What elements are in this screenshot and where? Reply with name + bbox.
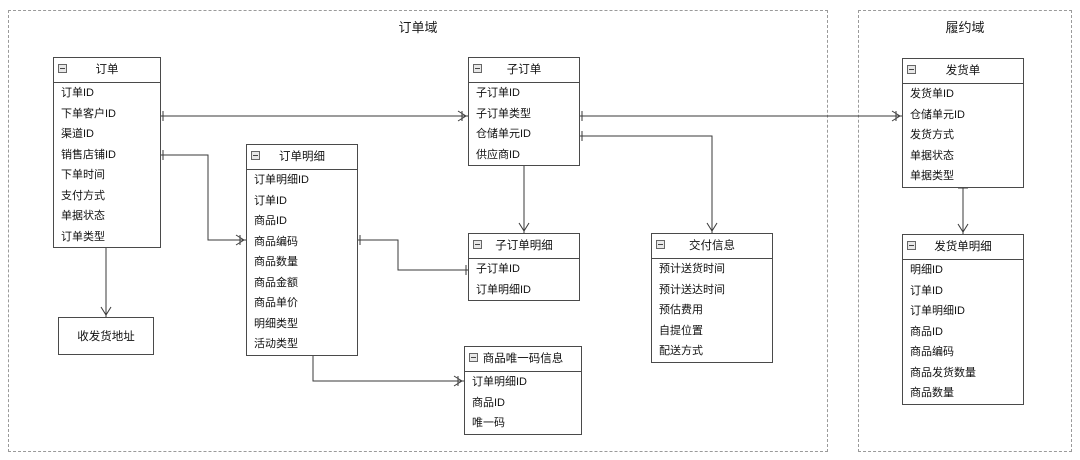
entity-sub-order[interactable]: 子订单子订单ID 子订单类型仓储单元ID 供应商ID [468,57,580,166]
collapse-icon[interactable] [473,240,482,249]
box-shipping-address[interactable]: 收发货地址 [58,317,154,355]
entity-title: 子订单 [506,64,542,76]
entity-field: 子订单ID [476,87,520,99]
entity-fields-product-unique-code: 订单明细ID 商品ID 唯一码 [465,372,581,434]
entity-field: 预估费用 [659,304,703,316]
entity-field: 渠道ID [61,128,94,140]
entity-field: 订单ID [910,284,943,297]
entity-fields-shipment-order: 发货单ID 仓储单元ID 发货方式单据状态单据类型 [903,84,1023,187]
entity-header-sub-order-detail: 子订单明细 [469,234,579,259]
link-order-orderdetail [161,150,246,246]
entity-field: 商品ID [910,325,943,338]
link-order-suborder [161,110,468,122]
entity-fields-sub-order-detail: 子订单ID 订单明细ID [469,259,579,300]
entity-field: 订单明细ID [472,376,527,388]
entity-field: 销售店铺ID [61,148,116,161]
entity-field: 配送方式 [659,345,703,357]
link-order-address [100,244,112,317]
entity-order[interactable]: 订单订单ID 下单客户ID 渠道ID 销售店铺ID 下单时间支付方式单据状态订单类型 [53,57,161,248]
entity-header-order: 订单 [54,58,160,83]
entity-field: 仓储单元ID [910,108,965,121]
entity-field: 单据状态 [910,149,954,162]
collapse-icon[interactable] [907,241,916,250]
collapse-icon[interactable] [469,353,478,362]
entity-field: 发货方式 [910,129,954,141]
entity-field: 商品金额 [254,276,298,289]
entity-fields-sub-order: 子订单ID 子订单类型仓储单元ID 供应商ID [469,83,579,165]
entity-field: 单据类型 [910,170,954,182]
entity-field: 自提位置 [659,324,703,337]
entity-field: 预计送达时间 [659,283,725,296]
entity-header-shipment-order-detail: 发货单明细 [903,235,1023,260]
entity-header-order-detail: 订单明细 [247,145,357,170]
entity-field: 商品编码 [910,346,954,358]
entity-field: 活动类型 [254,338,298,350]
entity-field: 商品数量 [254,256,298,268]
entity-field: 发货单ID [910,88,954,100]
entity-field: 预计送货时间 [659,263,725,275]
entity-fields-shipment-order-detail: 明细ID 订单ID 订单明细ID 商品ID 商品编码商品发货数量商品数量 [903,260,1023,404]
entity-field: 下单客户ID [61,107,116,120]
entity-shipment-order[interactable]: 发货单发货单ID 仓储单元ID 发货方式单据状态单据类型 [902,58,1024,188]
link-suborder-suborderdetail [518,162,530,233]
entity-title: 发货单 [945,65,981,77]
entity-fields-order: 订单ID 下单客户ID 渠道ID 销售店铺ID 下单时间支付方式单据状态订单类型 [54,83,160,247]
entity-shipment-order-detail[interactable]: 发货单明细明细ID 订单ID 订单明细ID 商品ID 商品编码商品发货数量商品数量 [902,234,1024,405]
entity-field: 订单ID [61,87,94,99]
entity-fields-order-detail: 订单明细ID 订单ID 商品ID 商品编码商品数量商品金额商品单价明细类型活动类型 [247,170,357,355]
entity-field: 订单ID [254,194,287,207]
entity-field: 单据状态 [61,210,105,222]
entity-field: 供应商ID [476,148,520,161]
entity-delivery-info[interactable]: 交付信息预计送货时间预计送达时间预估费用自提位置配送方式 [651,233,773,363]
entity-header-delivery-info: 交付信息 [652,234,772,259]
entity-field: 支付方式 [61,189,105,202]
entity-field: 子订单类型 [476,107,531,120]
entity-field: 订单明细ID [254,174,309,186]
link-orderdetail-uniquecode [308,352,464,387]
entity-field: 商品ID [254,215,287,227]
entity-field: 商品发货数量 [910,366,976,379]
entity-product-unique-code[interactable]: 商品唯一码信息订单明细ID 商品ID 唯一码 [464,346,582,435]
entity-order-detail[interactable]: 订单明细订单明细ID 订单ID 商品ID 商品编码商品数量商品金额商品单价明细类型活动… [246,144,358,356]
box-label: 收发货地址 [77,331,135,343]
collapse-icon[interactable] [58,64,67,73]
entity-sub-order-detail[interactable]: 子订单明细子订单ID 订单明细ID [468,233,580,301]
link-orderdetail-suborderdetail [358,235,468,275]
entity-header-sub-order: 子订单 [469,58,579,83]
collapse-icon[interactable] [251,151,260,160]
entity-field: 子订单ID [476,263,520,275]
link-suborder-shipmentorder [580,110,902,122]
entity-title: 商品唯一码信息 [482,353,564,365]
entity-field: 商品ID [472,396,505,409]
domain-title-fulfillment-domain: 履约域 [945,20,985,35]
domain-order-domain [8,10,828,452]
entity-field: 商品单价 [254,297,298,309]
entity-header-product-unique-code: 商品唯一码信息 [465,347,581,372]
entity-field: 商品编码 [254,235,298,248]
entity-field: 商品数量 [910,387,954,399]
entity-title: 交付信息 [689,240,735,252]
collapse-icon[interactable] [656,240,665,249]
collapse-icon[interactable] [907,65,916,74]
entity-field: 订单明细ID [910,305,965,317]
collapse-icon[interactable] [473,64,482,73]
domain-fulfillment-domain [858,10,1072,452]
link-suborder-deliveryinfo [580,131,718,233]
domain-title-order-domain: 订单域 [398,20,438,35]
entity-title: 子订单明细 [495,240,553,252]
entity-field: 仓储单元ID [476,128,531,140]
entity-header-shipment-order: 发货单 [903,59,1023,84]
entity-title: 订单 [95,64,119,76]
entity-field: 下单时间 [61,169,105,181]
entity-field: 订单明细ID [476,283,531,296]
entity-title: 订单明细 [279,151,325,163]
link-shipmentorder-shipmentdetail [957,186,969,234]
entity-fields-delivery-info: 预计送货时间预计送达时间预估费用自提位置配送方式 [652,259,772,362]
entity-field: 明细ID [910,264,943,276]
entity-field: 订单类型 [61,230,105,243]
entity-field: 明细类型 [254,317,298,330]
entity-title: 发货单明细 [934,241,992,253]
entity-field: 唯一码 [472,417,505,429]
